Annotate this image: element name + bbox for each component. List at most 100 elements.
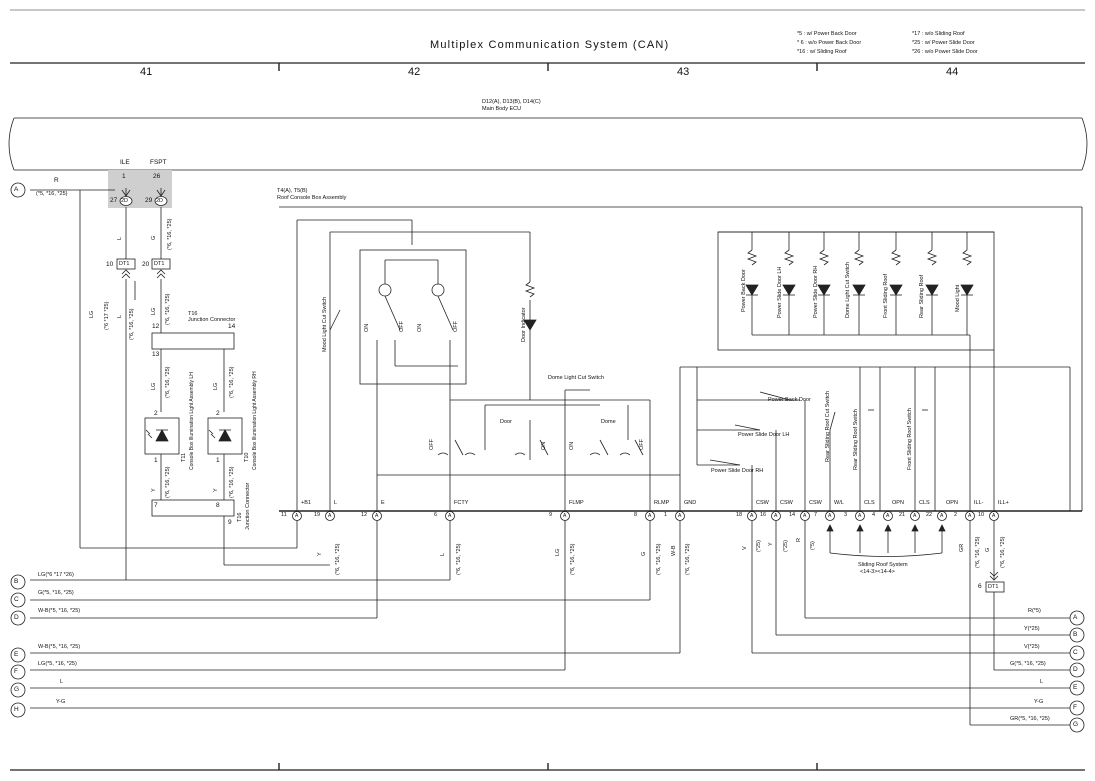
wire-note-8: (*6, *16, *25) [335, 543, 341, 576]
terminal-num-1: 19 [314, 512, 321, 518]
terminal-name-7: CSW [756, 500, 769, 506]
t16-pin-13: 13 [152, 351, 160, 358]
note-right-1: *17 : w/o Sliding Roof [912, 31, 965, 37]
note-left-1: *5 : w/ Power Back Door [797, 31, 857, 37]
led-label-3: Dome Light Cut Switch [845, 262, 851, 318]
ecu-codes: D12(A), D13(B), D14(C) [482, 99, 541, 105]
terminal-num-11: 3 [844, 512, 848, 518]
page-title: Multiplex Communication System (CAN) [430, 39, 670, 51]
sw-on-3: ON [541, 441, 547, 450]
right-label-a: R(*5) [1028, 608, 1041, 614]
left-conn-d: D [14, 614, 19, 621]
right-conn-g: G [1073, 721, 1079, 728]
led-label-2: Power Slide Door RH [813, 265, 819, 318]
wire-note-11: (*6, *16, *25) [656, 543, 662, 576]
terminal-num-3: 6 [434, 512, 438, 518]
led-label-0: Power Back Door [741, 269, 747, 312]
pin-num-fspt: 26 [153, 173, 161, 180]
led-power-back-door [745, 232, 759, 335]
wire-r-note: (*5, *16, *25) [36, 191, 68, 197]
wire-g-1: G [151, 235, 157, 240]
column-44: 44 [946, 66, 959, 78]
terminal-num-16: 10 [978, 512, 985, 518]
column-43: 43 [677, 66, 690, 78]
left-label-f: LG(*5, *16, *25) [38, 661, 77, 667]
rear-sw-label: Rear Sliding Roof Switch [853, 409, 859, 470]
right-label-c: V(*25) [1024, 644, 1040, 650]
wire-l-3: L [440, 552, 446, 556]
sw-off-2: OFF [453, 321, 459, 332]
d-pin-20: 20 [142, 261, 150, 268]
lamp-rh-code: T10 [244, 452, 250, 462]
terminal-conn-1: A [328, 512, 332, 519]
left-conn-b: B [14, 578, 19, 585]
terminal-num-0: 11 [281, 512, 287, 518]
wire-note-9: (*6, *16, *25) [456, 543, 462, 576]
led-label-5: Rear Sliding Roof [919, 274, 925, 318]
sw-off-1: OFF [399, 321, 405, 332]
dt1-b: DT1 [154, 261, 165, 267]
left-label-g: L [60, 679, 64, 685]
lamp-lh-code: T11 [181, 452, 187, 462]
terminal-conn-13: A [913, 512, 917, 519]
left-conn-h: H [14, 706, 19, 713]
door-indicator-label: Door Indicator [521, 307, 527, 342]
wire-g-2: G [641, 551, 647, 556]
t16-label: T16 [188, 311, 198, 317]
wire-r-2: R [796, 538, 802, 542]
terminal-conn-9: A [803, 512, 807, 519]
note-left-2: * 6 : w/o Power Back Door [797, 40, 862, 46]
led-label-1: Power Slide Door LH [777, 266, 783, 318]
t16b-pin-7: 7 [154, 502, 158, 509]
wire-r: R [54, 177, 59, 184]
right-conn-f: F [1073, 704, 1077, 711]
left-conn-a: A [14, 186, 19, 193]
wire-note-2: (*6, *16, *25) [129, 308, 135, 341]
conn-2d-a: 2D [121, 198, 129, 204]
dt1-a: DT1 [119, 261, 130, 267]
wire-g-3: G [985, 547, 991, 552]
right-conn-d: D [1073, 666, 1078, 673]
terminal-name-10: W/L [834, 500, 844, 506]
right-label-f: Y-G [1034, 699, 1044, 705]
t16-pin-14: 14 [228, 323, 236, 330]
wire-y-3: Y [317, 552, 323, 556]
sw-off-3: OFF [429, 439, 435, 450]
terminal-num-5: 8 [634, 512, 638, 518]
t16b-pin-9: 9 [228, 519, 232, 526]
terminal-conn-4: A [563, 512, 567, 519]
terminal-num-7: 18 [736, 512, 743, 518]
t16-pin-12: 12 [152, 323, 160, 330]
left-label-h: Y-G [56, 699, 66, 705]
sw-on-2: ON [417, 323, 423, 332]
lamp-rh-pin-1: 1 [216, 457, 220, 464]
terminal-name-14: OPN [946, 500, 958, 506]
wire-y-1: Y [151, 488, 157, 492]
wire-lg-2: LG [151, 307, 157, 315]
led-power-slide-door-lh [782, 232, 796, 335]
wire-note-14: (*6, *16, *25) [1000, 536, 1006, 569]
terminal-name-15: ILL- [974, 500, 984, 506]
left-conn-c: C [14, 596, 19, 603]
dome-cut-label-1: Dome Light Cut Switch [548, 375, 604, 381]
sw-off-4: OFF [639, 439, 645, 450]
terminal-num-6: 1 [664, 512, 668, 518]
right-conn-a: A [1073, 614, 1078, 621]
terminal-conn-7: A [750, 512, 754, 519]
terminal-name-0: +B1 [301, 500, 311, 506]
sw-on-1: ON [364, 323, 370, 332]
led-power-slide-door-rh [817, 232, 831, 335]
wire-note-4: (*6, *16, *25) [165, 366, 171, 399]
right-label-b: Y(*25) [1024, 626, 1040, 632]
wire-note-12: (*6, *16, *25) [685, 543, 691, 576]
column-41: 41 [140, 66, 153, 78]
terminal-conn-2: A [375, 512, 379, 519]
right-conn-e: E [1073, 684, 1078, 691]
left-conn-e: E [14, 651, 19, 658]
wire-lg-1: LG [89, 310, 95, 318]
led-mood-light [960, 232, 974, 335]
pbd-label: Power Back Door [768, 397, 811, 403]
pin-29: 29 [145, 197, 153, 204]
psd-rh-label: Power Slide Door RH [711, 468, 764, 474]
terminal-conn-15: A [968, 512, 972, 519]
